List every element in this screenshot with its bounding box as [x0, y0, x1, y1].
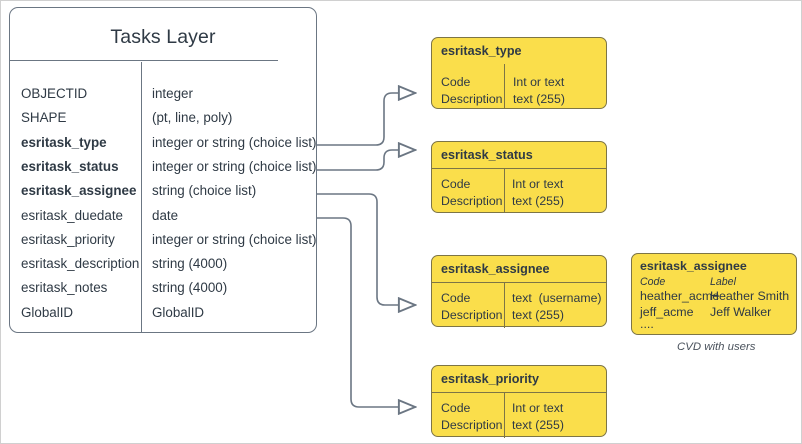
field-type: integer or string (choice list) — [152, 158, 317, 174]
field-row[interactable]: esritask_description string (4000) — [10, 252, 316, 276]
domain-box-esritask-assignee[interactable]: esritask_assignee Code Description text … — [431, 255, 607, 328]
domain-type-column: Int or text text (255) — [513, 75, 565, 106]
connector-status — [317, 150, 416, 171]
cvd-assignee-box[interactable]: esritask_assignee Code Label heather_acm… — [631, 253, 797, 335]
column-divider — [141, 62, 142, 332]
domain-column-divider — [504, 392, 505, 438]
page-title: Tasks Layer — [110, 26, 216, 48]
domain-title: esritask_priority — [441, 372, 540, 386]
title-divider — [10, 60, 278, 61]
field-name: GlobalID — [21, 304, 74, 320]
cvd-header-label: Label — [710, 276, 736, 288]
field-type: date — [152, 207, 179, 223]
cvd-ellipsis: .... — [640, 317, 654, 331]
field-row[interactable]: GlobalID GlobalID — [10, 301, 316, 325]
domain-column-divider — [504, 168, 505, 212]
domain-title-divider — [432, 392, 606, 393]
field-type: string (4000) — [152, 256, 228, 272]
cvd-row-label: Jeff Walker — [710, 305, 772, 319]
cvd-header-code: Code — [640, 276, 666, 288]
domain-type-column: Int or text text (255) — [512, 177, 564, 208]
domain-title-divider — [432, 282, 606, 283]
domain-title: esritask_status — [441, 148, 533, 162]
domain-code-column: Code Description — [441, 75, 503, 106]
connector-assignee — [317, 193, 416, 305]
domain-column-divider — [504, 282, 505, 328]
field-row[interactable]: esritask_type integer or string (choice l… — [10, 131, 316, 155]
domain-column-divider — [504, 64, 505, 108]
field-name: esritask_type — [21, 134, 107, 150]
field-row[interactable]: esritask_duedate date — [10, 204, 316, 228]
field-type: integer — [152, 86, 193, 101]
field-row[interactable]: esritask_priority integer or string (choi… — [10, 228, 316, 252]
domain-code-column: Code Description — [441, 177, 503, 208]
domain-title: esritask_type — [441, 44, 522, 58]
domain-code-column: Code Description — [441, 291, 503, 322]
cvd-caption: CVD with users — [677, 341, 756, 353]
domain-code-column: Code Description — [441, 401, 503, 432]
connector-priority — [317, 217, 416, 407]
field-name: OBJECTID — [21, 86, 88, 101]
field-name: esritask_assignee — [21, 183, 137, 199]
connector-type — [317, 93, 416, 146]
field-type: integer or string (choice list) — [152, 231, 317, 247]
field-type: string (4000) — [152, 280, 228, 296]
domain-title-divider — [432, 168, 606, 169]
field-row[interactable]: esritask_assignee string (choice list) — [10, 179, 316, 203]
domain-type-column: text (username) text (255) — [512, 291, 602, 322]
cvd-row-code: jeff_acme — [640, 305, 694, 319]
field-name: SHAPE — [21, 110, 67, 126]
field-name: esritask_notes — [21, 280, 108, 296]
field-row[interactable]: OBJECTID integer — [10, 82, 316, 106]
field-row[interactable]: SHAPE (pt, line, poly) — [10, 106, 316, 130]
field-row[interactable]: esritask_notes string (4000) — [10, 276, 316, 300]
field-type: string (choice list) — [152, 183, 257, 199]
domain-type-column: Int or text text (255) — [512, 401, 564, 432]
cvd-row-label: Heather Smith — [710, 289, 790, 303]
field-type: GlobalID — [152, 304, 205, 320]
field-row[interactable]: esritask_status integer or string (choice… — [10, 155, 316, 179]
domain-box-esritask-status[interactable]: esritask_status Code Description Int or … — [431, 141, 607, 213]
domain-box-esritask-priority[interactable]: esritask_priority Code Description Int o… — [431, 365, 607, 438]
field-name: esritask_description — [21, 256, 140, 272]
domain-box-esritask-type[interactable]: esritask_type Code Description Int or te… — [431, 37, 607, 109]
domain-title: esritask_assignee — [441, 262, 550, 276]
cvd-row-code: heather_acme — [640, 289, 720, 303]
field-type: (pt, line, poly) — [152, 110, 233, 126]
field-name: esritask_priority — [21, 231, 115, 247]
field-name: esritask_duedate — [21, 207, 123, 223]
cvd-title: esritask_assignee — [640, 259, 747, 273]
field-type: integer or string (choice list) — [152, 134, 317, 150]
field-name: esritask_status — [21, 158, 119, 174]
